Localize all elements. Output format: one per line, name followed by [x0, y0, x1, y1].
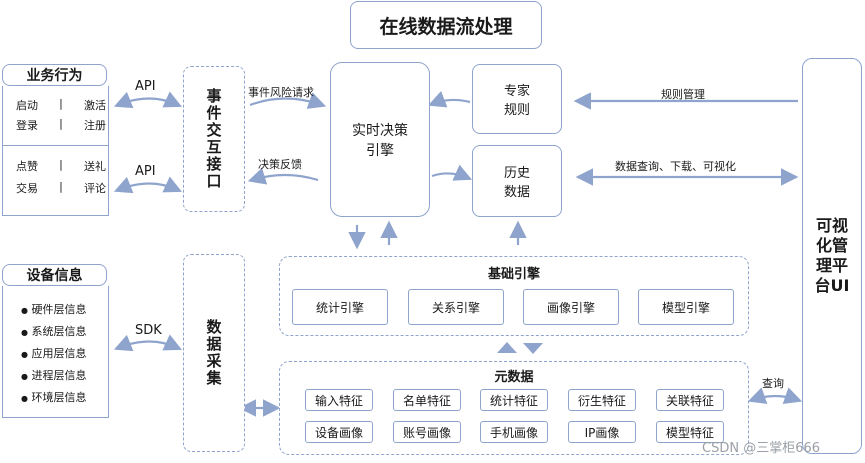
- business-row-4: 交易|评论: [16, 180, 106, 195]
- decision-feedback-label: 决策反馈: [258, 158, 302, 171]
- device-title: 设备信息: [2, 264, 107, 286]
- data-query-label: 数据查询、下载、可视化: [615, 160, 736, 173]
- data-collection-box: 数据采集: [183, 254, 245, 452]
- base-engine-box: 基础引擎 统计引擎 关系引擎 画像引擎 模型引擎: [279, 256, 749, 336]
- risk-request-label: 事件风险请求: [248, 86, 314, 99]
- up-triangle: [497, 342, 517, 353]
- query-label: 查询: [762, 377, 784, 390]
- business-divider: [3, 145, 108, 146]
- meta-feature: IP画像: [568, 421, 636, 443]
- metadata-title: 元数据: [494, 370, 534, 385]
- meta-platform-arrow: [747, 387, 803, 404]
- history-data-line1: 历史: [503, 166, 530, 181]
- data-collection-label: 数据采集: [204, 319, 223, 387]
- meta-feature: 关联特征: [656, 389, 724, 411]
- expert-to-engine-arrow: [427, 91, 471, 108]
- base-engine-item: 关系引擎: [408, 289, 504, 325]
- engine-to-history-arrow: [431, 164, 473, 181]
- meta-feature: 设备画像: [305, 421, 373, 443]
- api-label-top: API: [135, 79, 156, 94]
- business-box: 启动|激活 登录|注册 点赞|送礼 交易|评论: [2, 86, 109, 216]
- business-row-3: 点赞|送礼: [16, 158, 106, 173]
- meta-feature: 输入特征: [305, 389, 373, 411]
- device-item: ● 硬件层信息: [21, 303, 87, 316]
- business-row-2: 登录|注册: [16, 117, 106, 132]
- api-label-bottom: API: [135, 164, 156, 179]
- viz-platform-label: 可视化管理平台UI: [814, 216, 850, 295]
- history-data-box: 历史 数据: [472, 145, 562, 217]
- sdk-arrow: [113, 334, 182, 352]
- meta-feature: 名单特征: [393, 389, 461, 411]
- expert-rules-box: 专家 规则: [472, 64, 562, 134]
- meta-feature: 模型特征: [656, 421, 724, 443]
- device-item: ● 系统层信息: [21, 325, 87, 338]
- device-box: ● 硬件层信息 ● 系统层信息 ● 应用层信息 ● 进程层信息 ● 环境层信息: [2, 286, 109, 418]
- expert-rules-line1: 专家: [503, 84, 530, 99]
- watermark: CSDN @三掌柜666: [702, 441, 821, 456]
- base-engine-item: 统计引擎: [292, 289, 388, 325]
- device-item: ● 环境层信息: [21, 391, 87, 404]
- api-arrow-bottom: [113, 176, 182, 194]
- history-data-line2: 数据: [503, 185, 530, 200]
- base-engine-item: 模型引擎: [638, 289, 734, 325]
- down-triangle: [523, 343, 543, 354]
- risk-request-arrow: [249, 92, 327, 109]
- realtime-engine-box: 实时决策 引擎: [330, 62, 430, 217]
- metadata-box: 元数据 输入特征 名单特征 统计特征 衍生特征 关联特征 设备画像 账号画像 手…: [279, 361, 749, 455]
- meta-feature: 统计特征: [480, 389, 548, 411]
- device-item: ● 应用层信息: [21, 347, 87, 360]
- event-interface-label: 事件交互接口: [204, 88, 223, 190]
- meta-feature: 手机画像: [480, 421, 548, 443]
- base-engine-item: 画像引擎: [523, 289, 619, 325]
- event-interface-box: 事件交互接口: [183, 66, 245, 212]
- device-item: ● 进程层信息: [21, 369, 87, 382]
- page-title: 在线数据流处理: [350, 1, 542, 49]
- meta-feature: 衍生特征: [568, 389, 636, 411]
- sdk-label: SDK: [135, 323, 162, 338]
- business-title: 业务行为: [2, 64, 107, 86]
- api-arrow-top: [113, 91, 182, 109]
- expert-rules-line2: 规则: [503, 103, 530, 118]
- business-row-1: 启动|激活: [16, 97, 106, 112]
- viz-platform-box: 可视化管理平台UI: [802, 58, 862, 454]
- decision-feedback-arrow: [247, 167, 319, 185]
- rule-manage-label: 规则管理: [661, 88, 705, 101]
- base-engine-title: 基础引擎: [487, 267, 540, 282]
- realtime-engine-line2: 引擎: [366, 142, 394, 159]
- meta-feature: 账号画像: [393, 421, 461, 443]
- realtime-engine-line1: 实时决策: [352, 122, 408, 139]
